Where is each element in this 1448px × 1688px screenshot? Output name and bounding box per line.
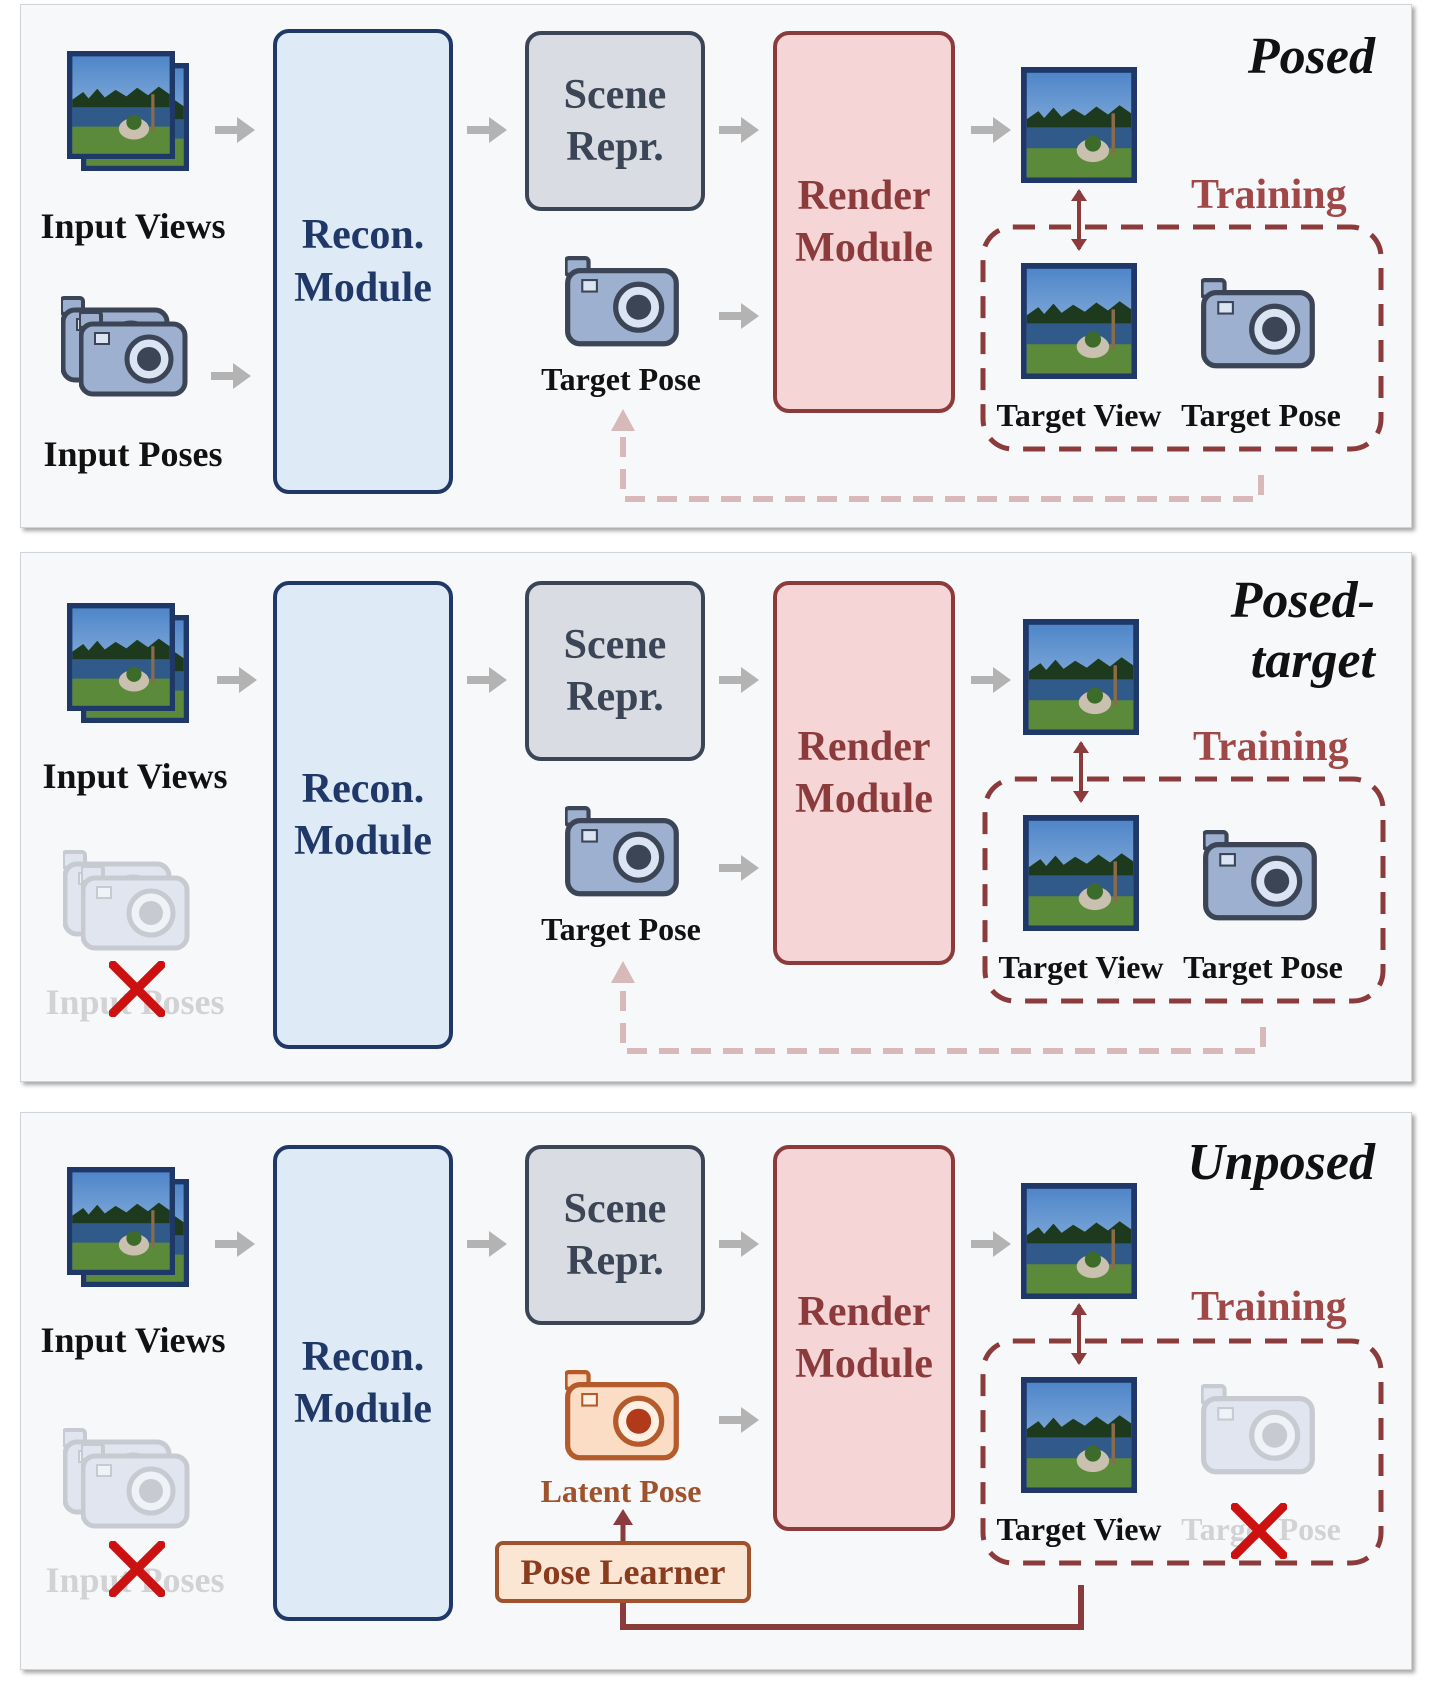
input-views-label: Input Views: [40, 1320, 226, 1360]
panel-posed-target: Posed-target Input Views Input Poses Rec…: [20, 552, 1412, 1082]
scene-representation: Scene Repr.: [525, 31, 705, 211]
input-views-label: Input Views: [42, 756, 228, 796]
target-view-label: Target View: [996, 1511, 1162, 1547]
render-module: Render Module: [773, 31, 955, 413]
training-label: Training: [1191, 172, 1347, 218]
input-poses-label: Input Poses: [43, 434, 223, 474]
render-module: Render Module: [773, 1145, 955, 1531]
target-pose-train-label: Target Pose: [1183, 949, 1343, 985]
latent-pose-label: Latent Pose: [540, 1473, 702, 1509]
target-pose-label: Target Pose: [541, 361, 701, 397]
input-views-label: Input Views: [40, 206, 226, 246]
target-view-photo: [1023, 815, 1139, 931]
target-view-photo: [1021, 263, 1137, 379]
camera-icon: [1203, 829, 1319, 923]
pose-learner: Pose Learner: [495, 1541, 751, 1603]
scene-representation: Scene Repr.: [525, 1145, 705, 1325]
target-view-label: Target View: [998, 949, 1164, 985]
target-pose-label: Target Pose: [541, 911, 701, 947]
panel-title: Posed-target: [1230, 572, 1375, 689]
target-pose-train-label: Target Pose: [1181, 397, 1341, 433]
training-group: [613, 1303, 1384, 1630]
render-module: Render Module: [773, 581, 955, 965]
panel-title: Posed: [1247, 28, 1375, 85]
target-view-label: Target View: [996, 397, 1162, 433]
camera-icon: [1201, 277, 1317, 371]
cross-icon: [109, 961, 165, 1017]
panel-unposed: Unposed Input Views Input Poses Recon. M…: [20, 1112, 1412, 1670]
recon-module: Recon. Module: [273, 29, 453, 494]
panel-title: Unposed: [1187, 1134, 1375, 1191]
cross-icon: [1231, 1503, 1287, 1559]
recon-module: Recon. Module: [273, 581, 453, 1049]
panel-posed: Posed Input Views Input Poses Recon. Mod…: [20, 4, 1412, 528]
training-label: Training: [1191, 1284, 1347, 1330]
recon-module: Recon. Module: [273, 1145, 453, 1621]
scene-representation: Scene Repr.: [525, 581, 705, 761]
training-group: [611, 741, 1386, 1054]
cross-icon: [109, 1541, 165, 1597]
target-view-photo: [1021, 1377, 1137, 1493]
camera-icon: [1201, 1383, 1317, 1477]
training-label: Training: [1193, 724, 1349, 770]
training-group: [611, 189, 1384, 502]
